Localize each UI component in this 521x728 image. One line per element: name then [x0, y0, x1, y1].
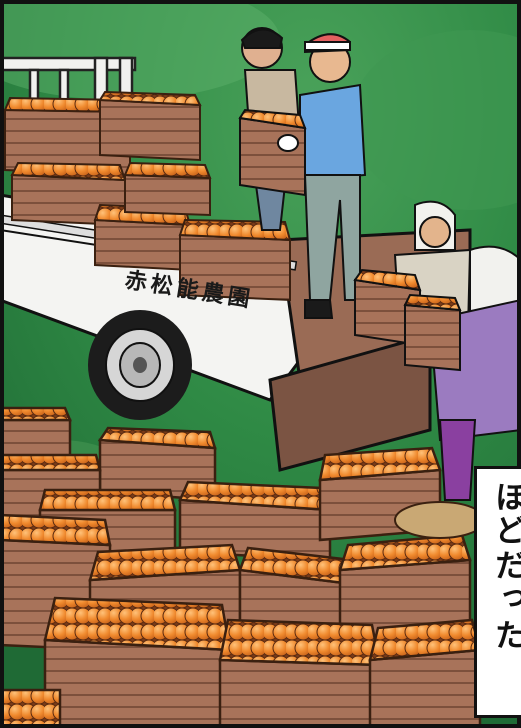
worker-purple: [403, 245, 521, 501]
truck-wheel: [88, 310, 192, 420]
caption-box: ほど だっ た: [474, 466, 521, 718]
ground-crates: [0, 406, 482, 728]
wicker-basket: [394, 501, 486, 539]
caption-line-2: だっ: [489, 549, 521, 615]
foliage-blur: [350, 30, 521, 210]
foliage-blur: [0, 0, 280, 100]
caption-line-3: た: [489, 619, 521, 652]
farmer-blue-jacket: [238, 33, 367, 319]
caption-line-1: ほど: [489, 481, 521, 547]
truck-bed-crates: [3, 90, 292, 302]
truck-tailgate: [268, 333, 432, 472]
